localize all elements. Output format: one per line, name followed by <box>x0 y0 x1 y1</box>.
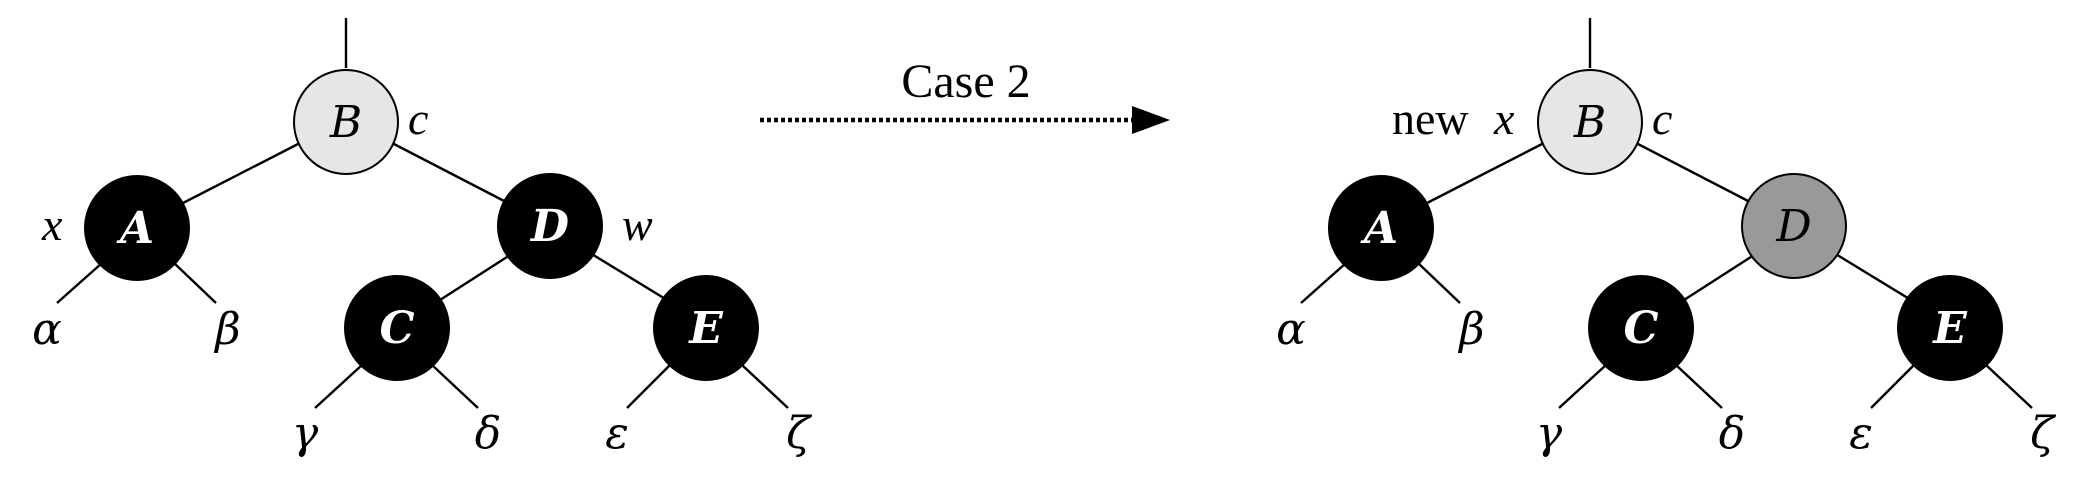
right-tree: B A D C E new x c α β γ δ ε ζ <box>1276 18 2057 459</box>
left-leaf-zeta: ζ <box>786 408 813 459</box>
left-annotation-x: x <box>41 199 63 250</box>
left-node-c: C <box>344 275 450 381</box>
right-annotation-new: new <box>1392 93 1469 144</box>
transition-arrow-head-icon <box>1132 106 1170 134</box>
left-node-a-circle <box>84 175 190 281</box>
case-label: Case 2 <box>901 55 1030 108</box>
right-annotation-c: c <box>1652 93 1672 144</box>
left-node-a-label: A <box>116 203 154 254</box>
right-edge-b-d <box>1635 141 1753 205</box>
left-node-d-circle <box>497 173 603 279</box>
left-edge-b-d <box>391 141 509 205</box>
right-edge-c-gamma <box>1558 364 1607 409</box>
right-leaf-delta: δ <box>1719 408 1746 459</box>
left-edge-a-alpha <box>56 262 103 304</box>
left-leaf-beta: β <box>213 304 240 355</box>
left-leaf-gamma: γ <box>292 408 319 459</box>
left-edge-b-a <box>182 141 301 205</box>
right-edge-d-e <box>1833 251 1912 302</box>
right-leaf-beta: β <box>1457 304 1484 355</box>
right-edge-b-a <box>1426 141 1545 205</box>
left-node-b-circle <box>293 69 399 175</box>
right-node-c-circle <box>1588 275 1694 381</box>
right-edge-a-beta <box>1417 262 1461 304</box>
right-edge-e-epsilon <box>1870 364 1915 409</box>
left-edge-a-beta <box>173 262 217 304</box>
left-node-b-label: B <box>329 97 362 148</box>
left-node-c-circle <box>344 275 450 381</box>
right-node-c: C <box>1588 275 1694 381</box>
left-node-d-label: D <box>529 201 569 252</box>
right-node-a: A <box>1328 175 1434 281</box>
right-leaf-alpha: α <box>1276 304 1306 355</box>
right-node-e-circle <box>1897 275 2003 381</box>
left-node-e-circle <box>653 275 759 381</box>
right-node-d-label: D <box>1775 201 1811 252</box>
right-node-b: B <box>1537 69 1643 175</box>
left-node-b: B <box>293 69 399 175</box>
right-node-a-label: A <box>1360 203 1398 254</box>
left-edge-e-epsilon <box>626 364 671 409</box>
right-node-b-circle <box>1537 69 1643 175</box>
right-node-e: E <box>1897 275 2003 381</box>
right-node-d-circle <box>1741 173 1847 279</box>
left-leaf-epsilon: ε <box>605 408 629 459</box>
right-node-b-label: B <box>1573 97 1606 148</box>
right-node-e-label: E <box>1931 303 1968 354</box>
left-annotation-c: c <box>408 93 428 144</box>
right-leaf-zeta: ζ <box>2030 408 2057 459</box>
right-node-a-circle <box>1328 175 1434 281</box>
left-annotation-w: w <box>622 199 653 250</box>
right-leaf-gamma: γ <box>1536 408 1563 459</box>
left-node-e-label: E <box>687 303 724 354</box>
left-edge-d-e <box>589 251 668 302</box>
case-transition: Case 2 <box>760 55 1170 134</box>
right-node-c-label: C <box>1623 303 1658 354</box>
left-edge-e-zeta <box>741 364 789 409</box>
left-edge-c-delta <box>431 364 479 409</box>
left-node-e: E <box>653 275 759 381</box>
left-edge-d-c <box>439 253 511 302</box>
right-edge-e-zeta <box>1985 364 2033 409</box>
right-annotation-x: x <box>1493 93 1515 144</box>
left-leaf-delta: δ <box>475 408 502 459</box>
right-edge-c-delta <box>1675 364 1723 409</box>
left-node-c-label: C <box>379 303 414 354</box>
left-tree: B A D C E c x w α β γ δ ε ζ <box>32 18 813 459</box>
left-edge-c-gamma <box>314 364 363 409</box>
right-node-d: D <box>1741 173 1847 279</box>
left-leaf-alpha: α <box>32 304 62 355</box>
right-edge-a-alpha <box>1300 262 1347 304</box>
left-node-a: A <box>84 175 190 281</box>
right-leaf-epsilon: ε <box>1849 408 1873 459</box>
right-edge-d-c <box>1683 253 1755 302</box>
left-node-d: D <box>497 173 603 279</box>
